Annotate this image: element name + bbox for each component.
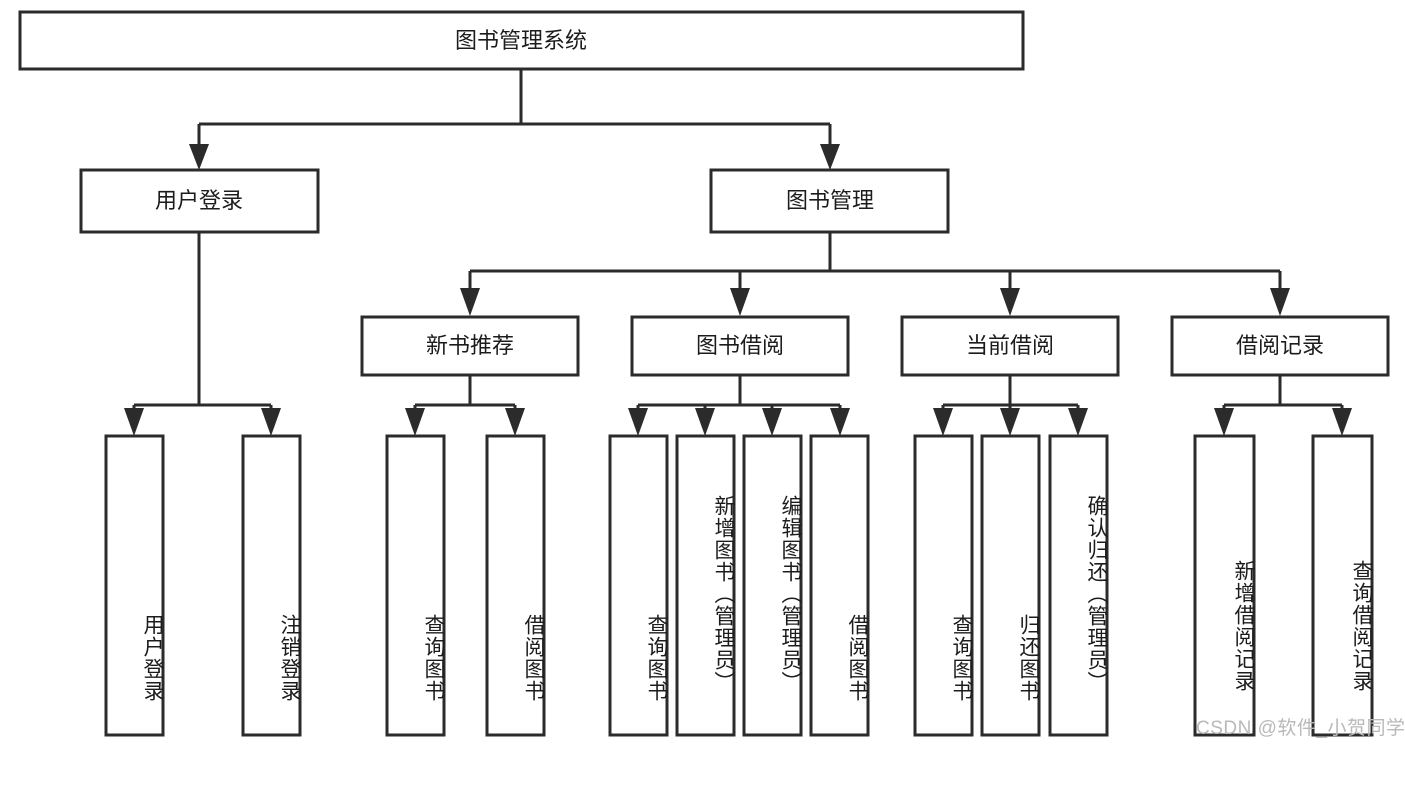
leaf-boxes-user-login bbox=[104, 434, 302, 737]
arrowhead-leaf-borrow-book-1 bbox=[505, 408, 525, 436]
leaf-add-book-box[interactable] bbox=[675, 434, 736, 737]
node-book-manage-box[interactable] bbox=[709, 168, 950, 234]
node-new-book-recommend-box[interactable] bbox=[360, 315, 580, 377]
arrowhead-current-borrow bbox=[1000, 288, 1020, 316]
leaf-boxes-book-borrow bbox=[608, 434, 870, 737]
arrowhead-new-book-recommend bbox=[460, 288, 480, 316]
leaf-borrow-book-1-box[interactable] bbox=[485, 434, 546, 737]
flowchart-svg: 图书管理系统 用户登录 图书管理 新书推荐 图书借阅 当前借阅 借阅记录 bbox=[18, 10, 1390, 737]
arrowhead-leaf-confirm-return bbox=[1068, 408, 1088, 436]
leaf-boxes-borrow-record bbox=[1193, 434, 1374, 737]
connector-group-new-book-recommend bbox=[405, 375, 525, 436]
arrowhead-leaf-add-record bbox=[1214, 408, 1234, 436]
node-book-borrow[interactable]: 图书借阅 bbox=[630, 315, 850, 377]
arrowhead-leaf-user-logout bbox=[261, 408, 281, 436]
leaf-edit-book-box[interactable] bbox=[742, 434, 803, 737]
leaf-query-book-1-box[interactable] bbox=[385, 434, 446, 737]
leaf-boxes-new-book-recommend bbox=[385, 434, 546, 737]
arrowhead-leaf-user-login bbox=[124, 408, 144, 436]
watermark-text: CSDN @软件_小贺同学 bbox=[1196, 718, 1405, 739]
leaf-add-record-box[interactable] bbox=[1193, 434, 1256, 737]
leaf-borrow-book-2-box[interactable] bbox=[809, 434, 870, 737]
arrowhead-leaf-query-book-1 bbox=[405, 408, 425, 436]
diagram-canvas: 图书管理系统 用户登录 图书管理 新书推荐 图书借阅 当前借阅 借阅记录 bbox=[18, 10, 1405, 739]
arrowhead-leaf-query-book-3 bbox=[933, 408, 953, 436]
arrowhead-leaf-query-record bbox=[1332, 408, 1352, 436]
node-root-box[interactable] bbox=[18, 10, 1025, 71]
connector-group-book-borrow bbox=[628, 375, 850, 436]
arrowhead-leaf-borrow-book-2 bbox=[830, 408, 850, 436]
arrowhead-leaf-return-book bbox=[1000, 408, 1020, 436]
node-root[interactable]: 图书管理系统 bbox=[18, 10, 1025, 71]
leaf-query-book-3-box[interactable] bbox=[913, 434, 974, 737]
leaf-confirm-return-box[interactable] bbox=[1048, 434, 1109, 737]
leaf-query-book-2-box[interactable] bbox=[608, 434, 669, 737]
connector-group-borrow-record bbox=[1214, 375, 1352, 436]
arrowhead-user-login bbox=[189, 144, 209, 170]
arrowhead-leaf-query-book-2 bbox=[628, 408, 648, 436]
leaf-boxes-current-borrow bbox=[913, 434, 1109, 737]
node-new-book-recommend[interactable]: 新书推荐 bbox=[360, 315, 580, 377]
node-user-login[interactable]: 用户登录 bbox=[79, 168, 320, 234]
leaf-user-login-box[interactable] bbox=[104, 434, 165, 737]
arrowhead-book-manage bbox=[820, 144, 840, 170]
arrowhead-leaf-edit-book bbox=[762, 408, 782, 436]
connector-group-current-borrow bbox=[933, 375, 1088, 436]
node-user-login-box[interactable] bbox=[79, 168, 320, 234]
connector-group-user-login bbox=[124, 232, 281, 436]
connector-group-book-manage bbox=[460, 232, 1290, 316]
node-book-borrow-box[interactable] bbox=[630, 315, 850, 377]
node-book-manage-label: 图书管理 bbox=[786, 188, 874, 213]
leaf-query-record-box[interactable] bbox=[1311, 434, 1374, 737]
node-borrow-record[interactable]: 借阅记录 bbox=[1170, 315, 1390, 377]
node-borrow-record-box[interactable] bbox=[1170, 315, 1390, 377]
node-current-borrow-box[interactable] bbox=[900, 315, 1120, 377]
arrowhead-book-borrow bbox=[730, 288, 750, 316]
node-current-borrow[interactable]: 当前借阅 bbox=[900, 315, 1120, 377]
node-borrow-record-label: 借阅记录 bbox=[1236, 333, 1324, 358]
leaf-return-book-box[interactable] bbox=[980, 434, 1041, 737]
node-book-manage[interactable]: 图书管理 bbox=[709, 168, 950, 234]
node-user-login-label: 用户登录 bbox=[155, 188, 243, 213]
connector-group-root bbox=[189, 69, 840, 170]
node-current-borrow-label: 当前借阅 bbox=[966, 333, 1054, 358]
arrowhead-borrow-record bbox=[1270, 288, 1290, 316]
node-root-label: 图书管理系统 bbox=[455, 28, 587, 53]
leaf-user-logout-box[interactable] bbox=[241, 434, 302, 737]
node-book-borrow-label: 图书借阅 bbox=[696, 333, 784, 358]
node-new-book-recommend-label: 新书推荐 bbox=[426, 333, 514, 358]
arrowhead-leaf-add-book bbox=[695, 408, 715, 436]
